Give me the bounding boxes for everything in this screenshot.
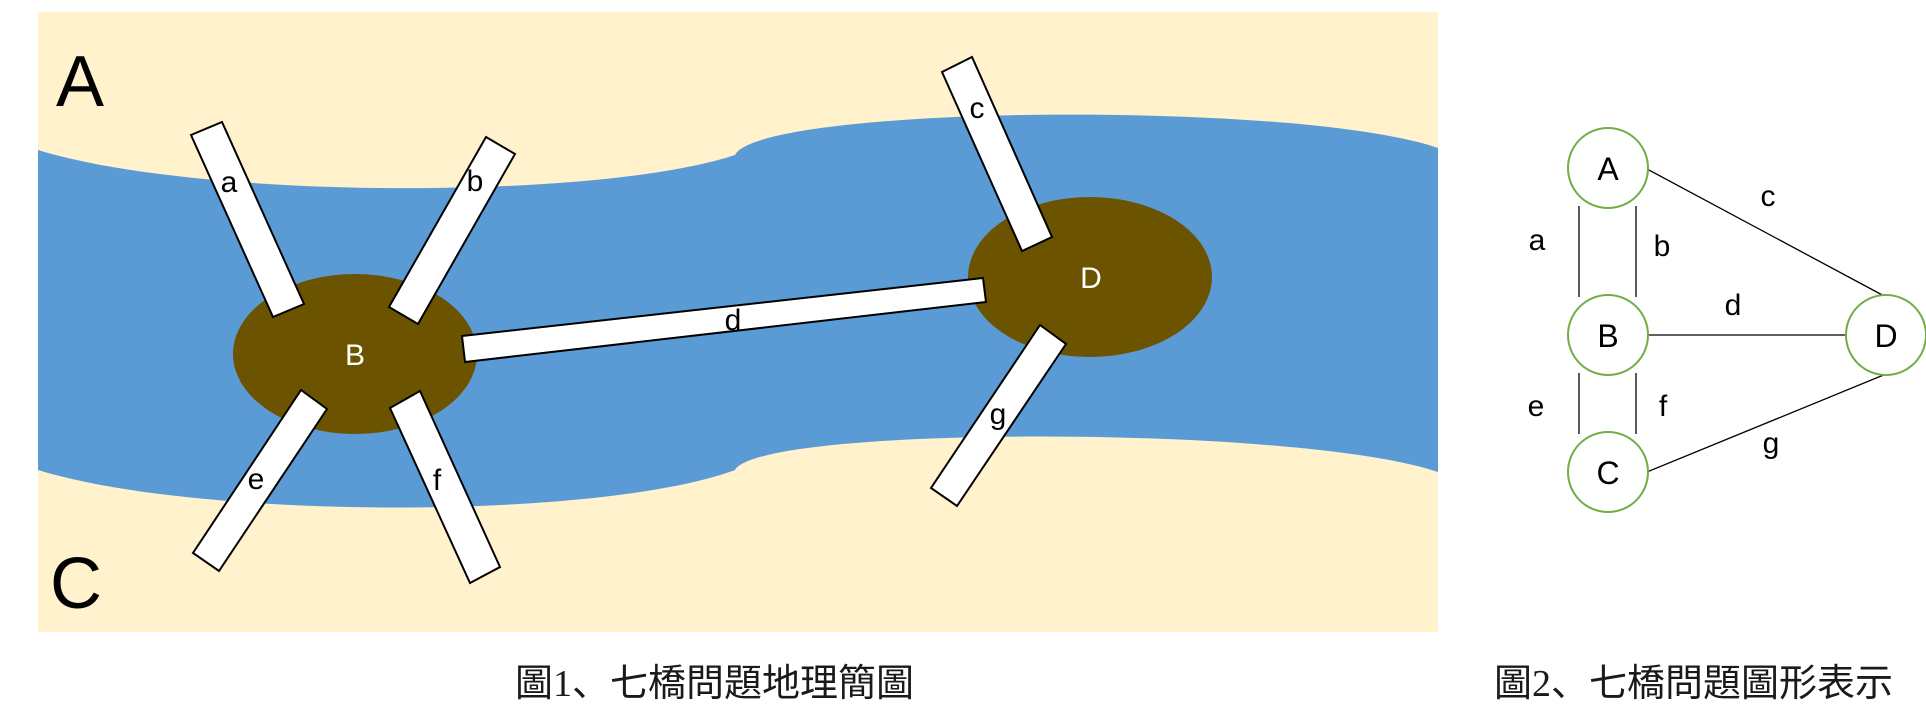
bridge-b — [387, 135, 517, 326]
bridge-d — [460, 276, 988, 364]
graph-edges — [1578, 168, 1887, 473]
edge-c — [1646, 168, 1887, 298]
figure2-graph: A B C D a b c d e f g — [1528, 127, 1926, 513]
node-c — [1567, 431, 1649, 513]
edge-label-a: a — [1529, 224, 1546, 257]
figure1-map: a b c d e f g B D A C — [38, 12, 1438, 632]
island-label-d: D — [1080, 262, 1102, 295]
edge-label-g: g — [1763, 427, 1780, 460]
node-label-a: A — [1597, 151, 1619, 187]
node-label-b: B — [1597, 318, 1618, 354]
edge-label-c: c — [1761, 180, 1776, 213]
bridge-f — [388, 389, 502, 585]
bridge-label-b: b — [467, 165, 484, 198]
graph-nodes — [1567, 127, 1926, 513]
bridge-g — [929, 323, 1068, 508]
edge-label-f: f — [1659, 390, 1668, 423]
edge-label-e: e — [1528, 390, 1545, 423]
node-d — [1845, 294, 1926, 376]
bridge-a — [189, 120, 306, 319]
island-label-b: B — [345, 339, 365, 372]
node-label-d: D — [1874, 318, 1897, 354]
bridge-e — [191, 388, 329, 573]
edge-label-d: d — [1725, 289, 1742, 322]
bridges — [189, 55, 1068, 585]
bridge-c — [940, 55, 1054, 253]
node-label-c: C — [1596, 455, 1619, 491]
bank-label-c: C — [50, 544, 102, 624]
edge-g — [1646, 373, 1887, 473]
bridge-label-d: d — [725, 304, 742, 337]
bridge-label-a: a — [221, 166, 238, 199]
node-b — [1567, 294, 1649, 376]
edge-label-b: b — [1654, 230, 1671, 263]
bridge-label-g: g — [990, 398, 1007, 431]
figure1-caption: 圖1、七橋問題地理簡圖 — [515, 663, 915, 705]
bridge-label-e: e — [248, 463, 265, 496]
bridge-label-f: f — [433, 464, 442, 497]
figure2-caption: 圖2、七橋問題圖形表示 — [1494, 663, 1894, 705]
bank-label-a: A — [56, 42, 104, 122]
node-a — [1567, 127, 1649, 209]
bridge-label-c: c — [970, 92, 985, 125]
